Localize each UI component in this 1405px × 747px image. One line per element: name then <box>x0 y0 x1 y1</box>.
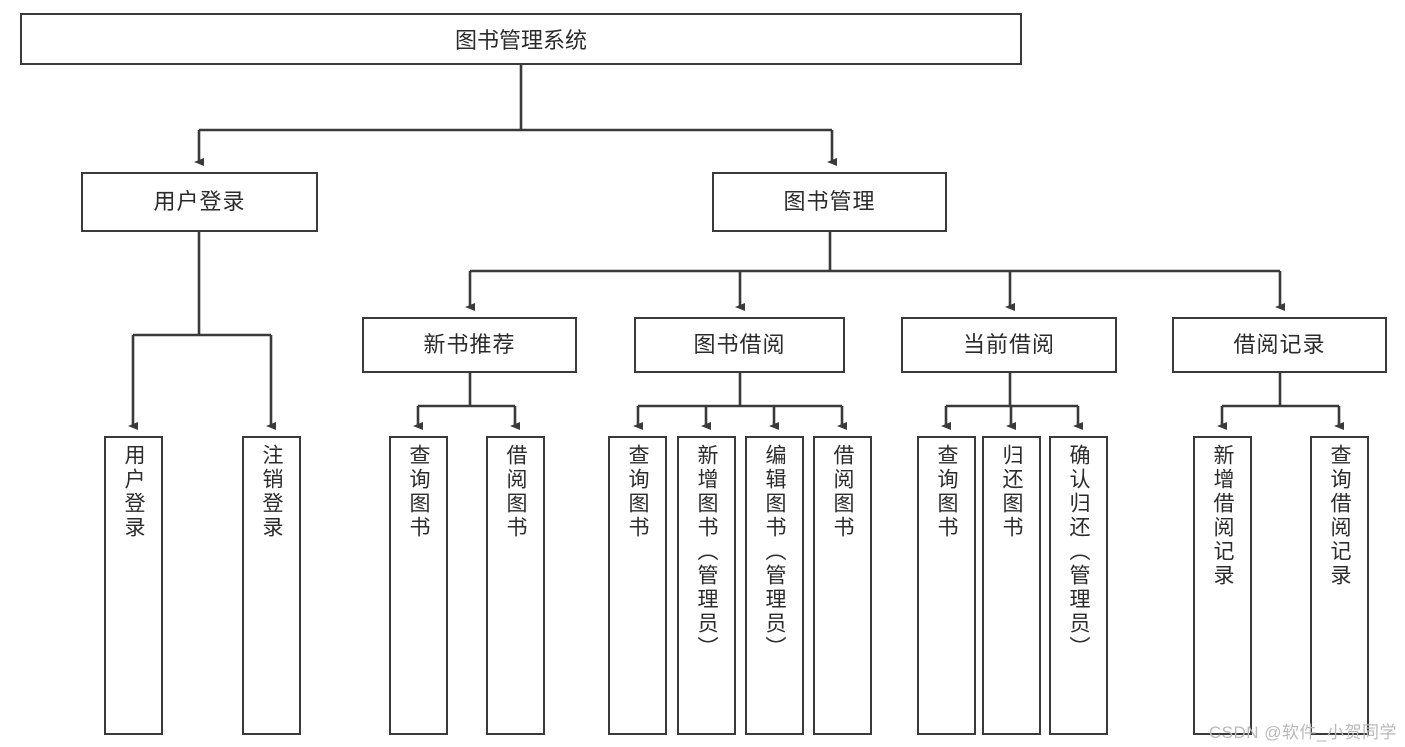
leaf-label: 查询借阅记录 <box>1328 444 1351 588</box>
leaf-label: 借阅图书 <box>831 444 854 540</box>
leaf-label: 用户登录 <box>122 444 145 540</box>
leaf-label: 查询图书 <box>626 444 649 540</box>
leaf-label: 新增图书（管理员） <box>695 444 718 660</box>
leaf-book-borrow-borrow[interactable]: 借阅图书 <box>813 436 872 735</box>
node-borrow-record[interactable]: 借阅记录 <box>1172 317 1387 373</box>
node-book-borrow[interactable]: 图书借阅 <box>634 317 845 373</box>
leaf-label: 新增借阅记录 <box>1211 444 1234 588</box>
node-current-borrow[interactable]: 当前借阅 <box>901 317 1117 373</box>
leaf-user-login-login[interactable]: 用户登录 <box>104 436 163 735</box>
leaf-label: 归还图书 <box>1000 444 1023 540</box>
leaf-current-borrow-query[interactable]: 查询图书 <box>917 436 976 735</box>
leaf-label: 查询图书 <box>935 444 958 540</box>
leaf-new-book-query[interactable]: 查询图书 <box>389 436 448 735</box>
leaf-label: 查询图书 <box>407 444 430 540</box>
node-new-book-recommend[interactable]: 新书推荐 <box>362 317 577 373</box>
node-book-management[interactable]: 图书管理 <box>712 172 947 232</box>
leaf-borrow-record-add[interactable]: 新增借阅记录 <box>1193 436 1252 735</box>
leaf-label: 借阅图书 <box>504 444 527 540</box>
node-current-borrow-label: 当前借阅 <box>962 331 1055 357</box>
node-user-login[interactable]: 用户登录 <box>81 172 318 232</box>
node-root[interactable]: 图书管理系统 <box>20 13 1022 65</box>
leaf-user-login-logout[interactable]: 注销登录 <box>242 436 301 735</box>
leaf-book-borrow-edit[interactable]: 编辑图书（管理员） <box>745 436 804 735</box>
leaf-current-borrow-return[interactable]: 归还图书 <box>982 436 1041 735</box>
watermark: CSDN @软件_小贺同学 <box>1208 723 1397 742</box>
leaf-book-borrow-query[interactable]: 查询图书 <box>608 436 667 735</box>
leaf-label: 注销登录 <box>260 444 283 540</box>
node-book-management-label: 图书管理 <box>783 188 876 214</box>
leaf-borrow-record-query[interactable]: 查询借阅记录 <box>1310 436 1369 735</box>
leaf-label: 确认归还（管理员） <box>1067 444 1090 660</box>
leaf-book-borrow-add[interactable]: 新增图书（管理员） <box>677 436 736 735</box>
leaf-new-book-borrow[interactable]: 借阅图书 <box>486 436 545 735</box>
node-root-label: 图书管理系统 <box>454 28 587 53</box>
node-book-borrow-label: 图书借阅 <box>693 331 786 357</box>
node-new-book-recommend-label: 新书推荐 <box>423 331 516 357</box>
leaf-label: 编辑图书（管理员） <box>763 444 786 660</box>
node-borrow-record-label: 借阅记录 <box>1233 331 1326 357</box>
node-user-login-label: 用户登录 <box>153 188 246 214</box>
leaf-current-borrow-confirm-return[interactable]: 确认归还（管理员） <box>1049 436 1108 735</box>
